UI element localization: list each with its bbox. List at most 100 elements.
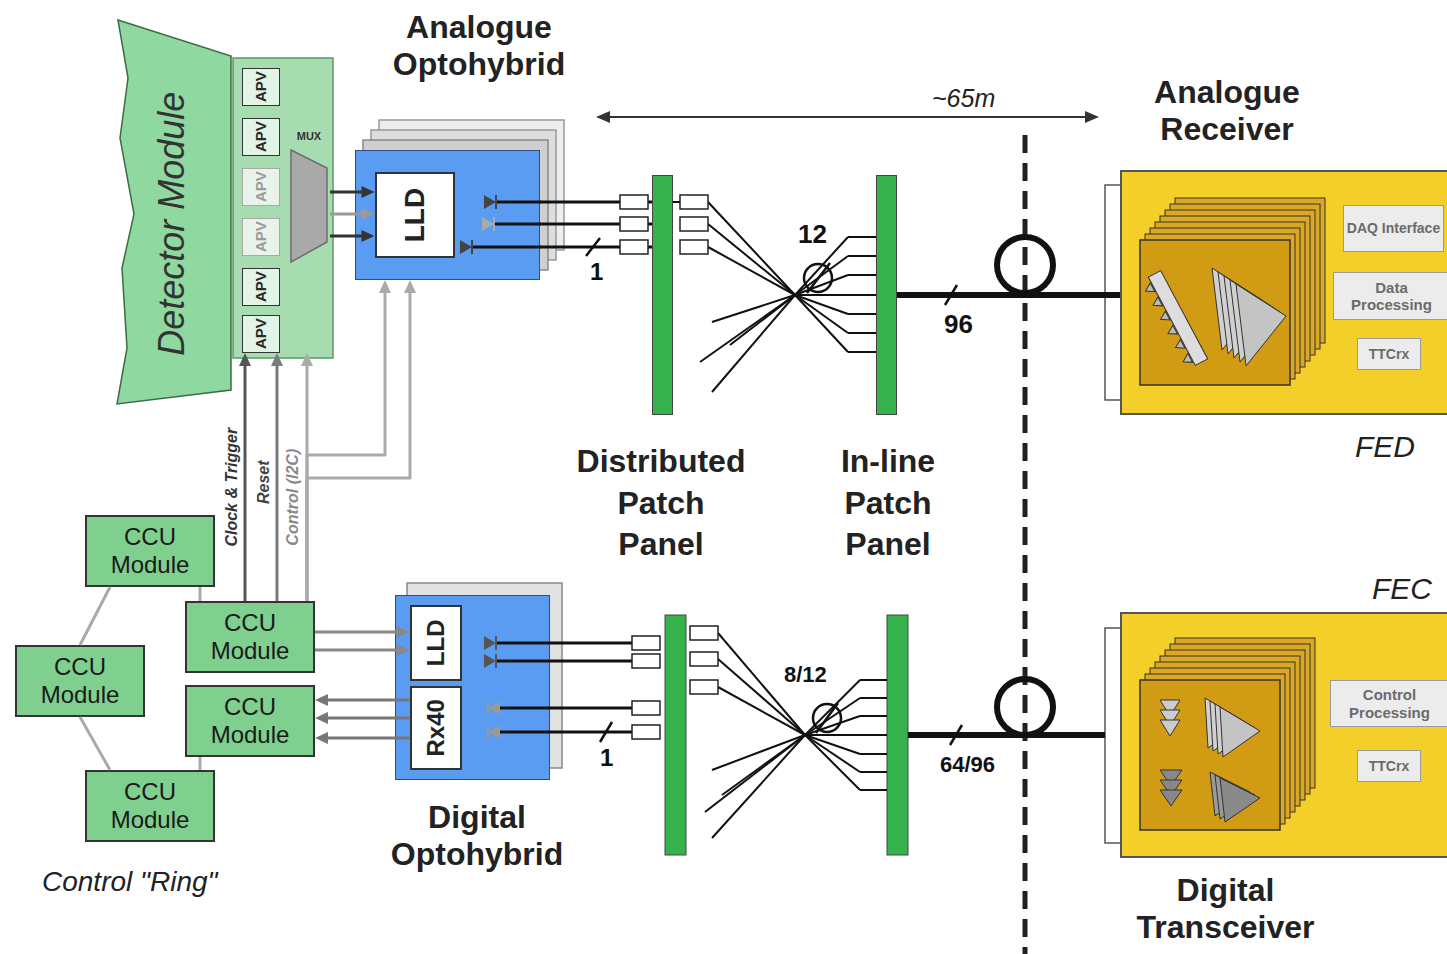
arrowhead [315,732,328,744]
transceiver-card [1220,778,1260,822]
fibre-bundle-mark [997,679,1053,735]
edge-label: Control (I2C) [284,447,302,548]
apv-chip: APV [242,68,280,106]
connector-line [199,587,202,601]
module-label: CCU Module [94,523,206,578]
connector [200,587,201,601]
optical-fibre [712,735,805,770]
ccu-module: CCU Module [15,645,145,717]
connector [307,280,416,601]
function-box: Control Processing [1330,680,1447,727]
optical-fibre [500,707,632,710]
connector-line [276,362,279,601]
laser-diode [460,240,472,254]
connector-line [330,213,366,216]
arrowhead [362,208,375,220]
laser-diode [488,725,500,739]
connector [330,208,375,220]
receiver-card [1173,339,1185,352]
fibre-bundle-mark [997,237,1053,293]
connector [80,587,110,645]
optical-fibre [860,753,887,755]
board-name: FED [1355,430,1445,465]
fibre-bundle-mark [586,237,1053,745]
receiver-card [1158,311,1170,324]
laser-diode [484,636,496,650]
connector [315,644,410,656]
heading: Digital Transceiver [1118,872,1333,946]
optical-fibre [860,789,887,791]
connector-line [324,699,410,702]
optical-fibre [795,295,848,352]
function-label: Control Processing [1331,686,1447,721]
laser-driver: LLD [375,172,455,258]
apv-chip: APV [242,218,280,256]
hybrid-board [233,58,333,358]
heading: Analogue Receiver [1127,74,1327,148]
fibre-count: 8/12 [782,662,829,687]
optical-fibre [848,274,876,276]
ccu-module: CCU Module [185,601,315,673]
fibre-bundle-mark [945,285,957,305]
arrowhead [301,353,313,366]
connector-line [244,362,247,601]
chip-label: Rx40 [422,699,450,756]
arrowhead [397,644,410,656]
laser-diode [484,195,496,209]
laser-diode [493,217,495,231]
connector [80,717,110,770]
edge-label: 12 [796,220,829,250]
function-label: Data Processing [1334,279,1447,314]
chip-label: APV [252,318,269,349]
optical-fibre [795,295,848,333]
arrowhead [379,280,391,293]
receiver-card [1181,354,1193,367]
chip-label: APV [252,221,269,252]
connector-line [673,202,876,295]
receiver-card [1140,271,1207,370]
fibre-connector [690,626,718,640]
arrowhead [397,626,410,638]
patch-panel: Distributed Patch Panel [652,175,673,415]
module-label: CCU Module [24,653,136,708]
fibre-count: 64/96 [938,752,997,777]
transceiver-card [1160,720,1180,736]
apv-chip: APV [242,168,280,206]
connector-line [324,737,410,740]
connector [315,732,410,744]
fibre-connector [620,240,648,254]
optical-fibre [712,735,805,838]
fibre-connector [620,195,718,739]
laser-diode [460,195,500,739]
fibre-bundle-mark [813,704,841,732]
laser-diode [482,217,494,231]
connector-line [897,292,1120,298]
fibre-connector [632,701,660,715]
transceiver-card [1140,638,1315,830]
laser-diode [495,195,497,209]
boundary-line [1023,135,1028,954]
fibre-connector [632,636,660,650]
ccu-module: CCU Module [85,515,215,587]
function-box: DAQ Interface [1343,205,1444,252]
laser-diode [484,654,496,668]
fibre-bundle-mark [816,703,838,733]
module-label: CCU Module [94,778,206,833]
chip-label: APV [252,121,269,152]
optical-fibre [805,735,860,772]
optical-fibre [848,313,876,315]
ccu-module: CCU Module [85,770,215,842]
function-label: DAQ Interface [1347,220,1440,236]
heading: Digital Optohybrid [377,799,577,873]
fibre-bundle-mark [804,264,832,292]
connector-line [315,649,401,652]
heading: Distributed Patch Panel [572,441,750,566]
connector [330,186,375,198]
receiver-card [1166,325,1178,338]
connector-line [80,587,110,645]
laser-diode [471,240,473,254]
connector-line [199,757,202,770]
arrowhead [362,230,375,242]
function-label: TTCrx [1369,758,1409,774]
function-label: TTCrx [1369,346,1409,362]
